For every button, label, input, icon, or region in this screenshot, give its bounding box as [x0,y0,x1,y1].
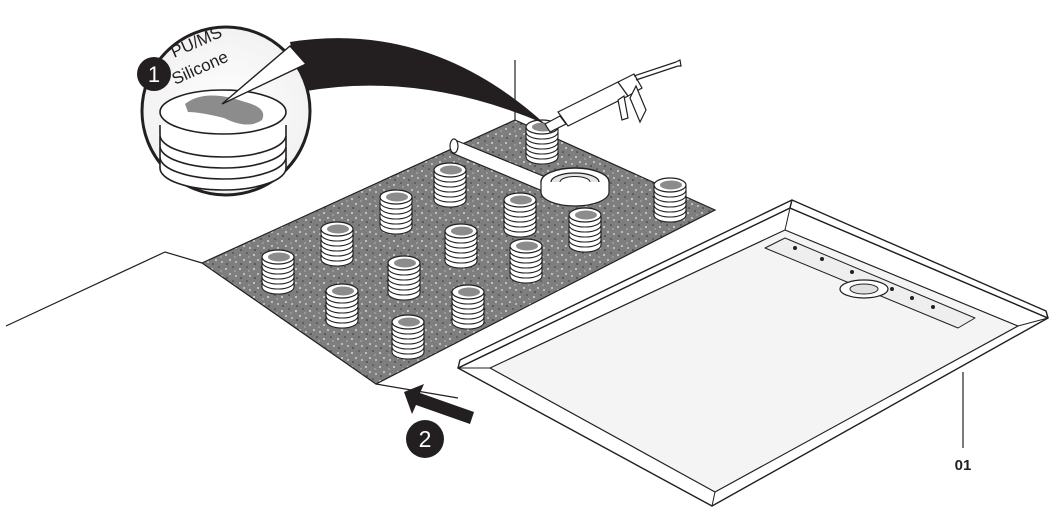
adhesive-pad [445,224,477,268]
silicone-blob [398,318,420,327]
silicone-blob [575,211,597,220]
adhesive-pad [262,250,294,294]
adhesive-pad [452,285,484,329]
caulking-gun-icon [545,60,681,132]
detail-callout: PU/MS Silicone [142,22,310,195]
silicone-blob [458,288,480,297]
silicone-blob [268,253,290,262]
adhesive-pad [392,315,424,359]
adhesive-pad [504,193,536,237]
adhesive-pad [321,222,353,266]
adhesive-pad [380,190,412,234]
silicone-blob [510,196,532,205]
silicone-blob [516,242,538,251]
silicone-blob [660,181,682,190]
silicone-blob [451,227,473,236]
step-1-badge: 1 [137,57,171,91]
callout-leader [290,38,545,124]
step-1-number: 1 [148,62,160,87]
arrow-icon [404,384,474,424]
step-2-number: 2 [419,426,432,452]
adhesive-pad [326,284,358,328]
silicone-blob [386,193,408,202]
adhesive-pad [388,256,420,300]
silicone-blob [394,259,416,268]
adhesive-pad [654,178,686,222]
adhesive-pad [510,239,542,283]
step-2-badge: 2 [406,420,444,458]
adhesive-pad [434,163,466,207]
part-callout: 01 [955,372,972,474]
part-label: 01 [955,457,972,474]
silicone-blob [440,166,462,175]
silicone-blob [332,287,354,296]
adhesive-pad [569,208,601,252]
silicone-blob [327,225,349,234]
